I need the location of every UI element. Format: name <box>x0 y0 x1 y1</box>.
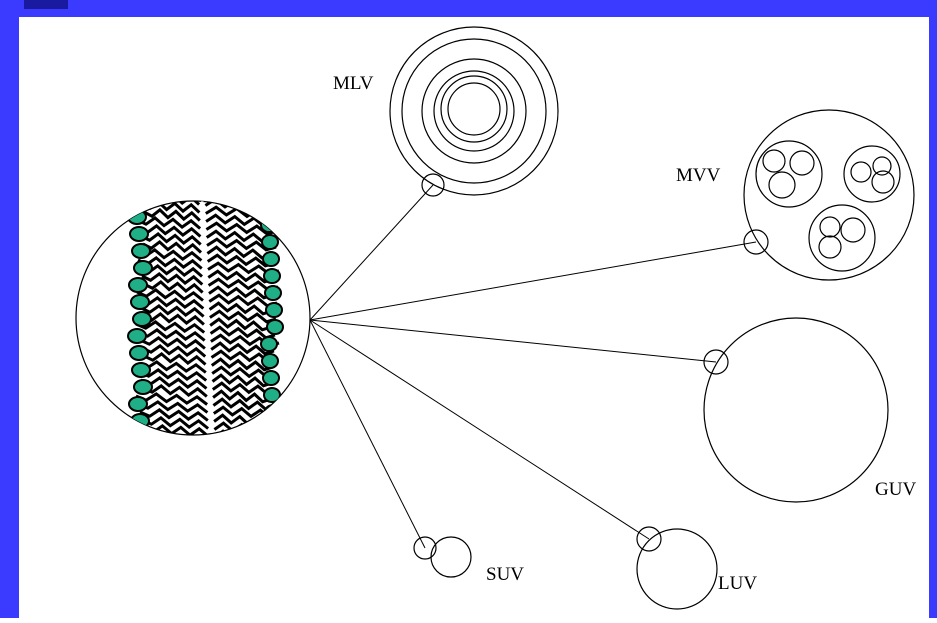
lipid-tail <box>140 376 208 390</box>
lipid-tail <box>135 320 206 334</box>
lipid-tail <box>143 351 207 366</box>
lipid-tail <box>213 429 274 435</box>
lipid-tail <box>206 245 272 260</box>
lipid-tail <box>210 357 274 372</box>
lipid-headgroup <box>262 370 280 386</box>
connector-guv <box>309 319 717 363</box>
bilayer-magnifier <box>75 200 311 453</box>
connector-mlv <box>309 184 434 321</box>
lipid-tail <box>206 253 276 268</box>
lipid-tail <box>207 269 275 284</box>
lipid-headgroup <box>266 201 284 216</box>
lipid-tail <box>210 341 275 356</box>
lipid-tail <box>212 397 276 412</box>
lipid-tail <box>212 389 272 404</box>
lipid-headgroup <box>262 251 280 267</box>
mvv-magnifier-circle <box>743 229 769 255</box>
connector-lines <box>309 184 757 549</box>
lipid-tail <box>137 400 209 414</box>
mlv-magnifier-circle <box>421 173 445 197</box>
lipid-tail <box>142 239 203 254</box>
lipid-headgroup <box>133 379 153 395</box>
lipid-headgroup <box>129 226 149 242</box>
lipid-tail <box>208 285 274 300</box>
lipid-tail <box>136 216 202 230</box>
lipid-headgroup <box>261 353 279 369</box>
suv-magnifier-circle <box>413 536 437 560</box>
lipid-tail <box>141 271 204 286</box>
lipid-headgroup <box>129 345 149 361</box>
lipid-tail <box>137 328 206 342</box>
lipid-tail <box>209 309 277 324</box>
connector-mvv <box>309 241 757 321</box>
lipid-tail <box>206 237 277 252</box>
lipid-headgroup <box>128 396 148 412</box>
lipid-tail <box>205 221 278 236</box>
luv-label: LUV <box>718 573 757 594</box>
lipid-headgroup <box>264 285 282 301</box>
lipid-tail <box>138 223 202 238</box>
suv-label: SUV <box>486 564 524 585</box>
lipid-headgroup <box>264 404 282 420</box>
guv-magnifier-circle <box>703 349 729 375</box>
lipid-tail <box>138 368 208 382</box>
lipid-tail <box>139 336 206 350</box>
connector-luv <box>309 319 650 540</box>
lipid-headgroup <box>263 268 281 284</box>
lipid-tail <box>205 229 273 244</box>
lipid-headgroup <box>132 430 152 435</box>
lipid-headgroup <box>267 439 283 453</box>
luv-vesicle <box>636 526 718 610</box>
guv-vesicle <box>703 317 889 503</box>
lipid-tail <box>143 207 201 222</box>
lipid-tail <box>136 288 204 302</box>
connector-suv <box>309 319 426 549</box>
lipid-tail <box>204 201 280 204</box>
lipid-tail <box>208 293 278 308</box>
mlv-label: MLV <box>333 73 374 94</box>
mvv-vesicle <box>743 109 915 281</box>
mvv-label: MVV <box>676 165 721 186</box>
lipid-headgroup <box>131 362 151 378</box>
lipid-headgroup <box>130 294 150 310</box>
lipid-bilayer <box>127 201 284 453</box>
lipid-headgroup <box>128 277 148 293</box>
lipid-tail <box>209 325 276 340</box>
lipid-tail <box>208 301 273 316</box>
lipid-tail <box>142 384 208 398</box>
lipid-headgroup <box>265 421 283 435</box>
lipid-tail <box>140 304 205 318</box>
guv-label: GUV <box>875 479 916 500</box>
lipid-tail <box>135 392 209 406</box>
lipid-tail <box>141 416 210 430</box>
lipid-tail <box>139 408 209 422</box>
lipid-headgroup <box>260 217 278 233</box>
lipid-headgroup <box>263 387 281 403</box>
suv-vesicle <box>413 536 472 578</box>
lipid-tail <box>209 317 272 332</box>
lipid-tail <box>140 231 202 246</box>
lipid-headgroup <box>133 260 153 276</box>
mlv-vesicle <box>389 26 559 197</box>
luv-magnifier-circle <box>636 526 662 552</box>
lipid-headgroup <box>265 302 283 318</box>
lipid-headgroup <box>127 209 147 225</box>
lipid-headgroup <box>132 311 152 327</box>
bilayer-midline <box>200 201 214 435</box>
lipid-headgroup <box>131 243 151 259</box>
lipid-tail <box>142 311 205 326</box>
lipid-headgroup <box>261 234 279 250</box>
lipid-headgroup <box>266 319 284 335</box>
lipid-headgroup <box>127 328 147 344</box>
lipid-tail <box>141 344 207 358</box>
lipid-tail <box>143 279 204 294</box>
lipid-headgroup <box>260 336 278 352</box>
lipid-headgroup <box>132 201 152 208</box>
lipid-tail <box>211 373 273 388</box>
